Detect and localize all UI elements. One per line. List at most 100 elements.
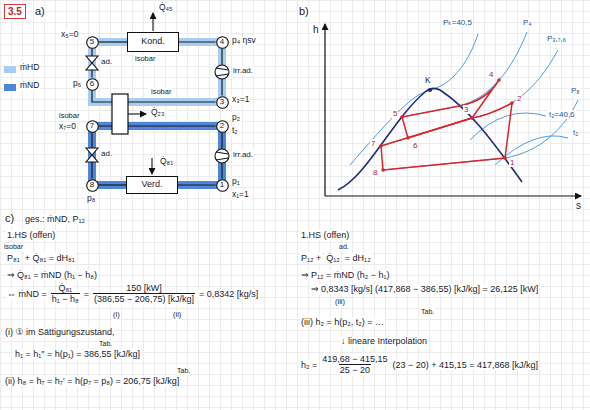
- equation-text: h₂ =: [300, 360, 318, 370]
- annotation-text: isobar: [134, 55, 156, 64]
- annotation-text: Q̇₈₁: [159, 157, 174, 167]
- equation-text: + Q̇₈₁ = dH₈₁: [24, 253, 76, 263]
- annotation-text: p₄ ηsv: [231, 36, 257, 46]
- node-label: 8: [90, 181, 94, 190]
- circle-shape: [216, 179, 228, 191]
- state-point-dots: [379, 78, 514, 172]
- state-point-circle: 7: [86, 120, 99, 133]
- annotation-text: 1.HS (offen): [6, 230, 56, 240]
- annotation-text: (i) ① im Sättigungszustand,: [4, 327, 116, 337]
- isobar-lines: [350, 32, 578, 170]
- annotation-text: t₂: [231, 126, 239, 136]
- annotation-text: P₈: [570, 86, 581, 95]
- equation-text: P₁₂ +: [300, 253, 322, 263]
- task-number-box: 3.5: [4, 4, 26, 19]
- fraction-numerator: 419,68 − 415,15: [321, 354, 388, 364]
- equation-text: Q̇₁₂: [325, 253, 341, 263]
- annotation-text: h: [312, 24, 320, 36]
- annotation-text: p₁: [231, 177, 241, 187]
- equation-row: h₂ =419,68 − 415,1525 − 20 (23 − 20) + 41…: [300, 354, 539, 376]
- annotation-text: x₇=0: [58, 122, 77, 132]
- heat-flow-arrow: [151, 158, 152, 174]
- annotation-text: ad.: [100, 57, 113, 66]
- annotation-text: b): [298, 5, 310, 18]
- state-point-number: 1: [509, 158, 515, 167]
- equation-row: P₁₂ +Q̇₁₂= dH₁₂: [300, 253, 372, 263]
- annotation-text: isobar: [150, 88, 172, 97]
- annotation-text: s: [575, 200, 582, 212]
- s-axis: [325, 195, 581, 196]
- annotation-text: isobar: [3, 243, 24, 251]
- annotation-text: t₂: [572, 128, 579, 137]
- state-point-circle: 4: [216, 36, 229, 49]
- annotation-text: Tab.: [98, 340, 113, 348]
- node-label: 2: [220, 122, 224, 131]
- state-point-number: 4: [488, 70, 494, 79]
- h-axis: [324, 24, 325, 196]
- node-label: 5: [90, 38, 94, 47]
- circle-shape: [86, 179, 98, 191]
- node-label: 6: [90, 80, 94, 89]
- annotation-text: isobar: [58, 112, 80, 121]
- fraction-denominator: (386,55 − 206,75) [kJ/kg]: [93, 293, 195, 304]
- fraction-numerator: Q̇₈₁: [57, 283, 73, 293]
- annotation-text: Tab.: [420, 308, 435, 316]
- node-label: 7: [90, 122, 94, 131]
- annotation-text: ⇒ P₁₂ = ṁND (h₂ − h₁): [300, 270, 391, 280]
- fraction-denominator: h₁ − h₈: [51, 293, 80, 304]
- annotation-text: c): [4, 212, 15, 225]
- annotation-text: p₂: [231, 113, 241, 123]
- fraction: 419,68 − 415,1525 − 20: [321, 354, 388, 376]
- equation-text: ⇔ ṁND =: [6, 289, 48, 299]
- throttle-valve-symbol: [86, 148, 98, 162]
- pipe-line: [178, 184, 216, 185]
- node-label: 4: [220, 38, 224, 47]
- circle-shape: [86, 36, 98, 48]
- annotation-text: (i): [112, 311, 121, 320]
- annotation-text: Q̇₂₃: [150, 108, 165, 118]
- annotation-text: (ii): [172, 311, 182, 320]
- annotation-text: P₄: [522, 18, 533, 27]
- component-box: Verd.: [126, 176, 178, 194]
- heat-flow-arrow: [152, 13, 153, 31]
- equation-row: P₈₁+ Q̇₈₁ = dH₈₁: [6, 253, 76, 263]
- state-point-number: 7: [370, 139, 376, 148]
- fraction: 150 [kW](386,55 − 206,75) [kJ/kg]: [93, 283, 195, 305]
- cycle-path: [381, 80, 512, 170]
- state-point-circle: 3: [216, 96, 229, 109]
- annotation-text: Pₖ=40,5: [442, 18, 473, 27]
- equation-text: (23 − 20) + 415,15 = 417,868 [kJ/kg]: [392, 360, 539, 370]
- pipe-line: [99, 41, 128, 42]
- state-point-number: K: [424, 76, 432, 86]
- equation-text: =: [83, 289, 90, 299]
- throttle-valve-symbol: [86, 56, 98, 70]
- node-label: Kond.: [141, 37, 165, 47]
- annotation-text: ad.: [338, 243, 350, 251]
- circle-shape: [86, 78, 98, 90]
- state-point-circle: 8: [86, 179, 99, 192]
- annotation-text: ad.: [100, 149, 113, 158]
- annotation-text: x₅=0: [60, 30, 79, 40]
- node-label: 3: [220, 98, 224, 107]
- circle-shape: [216, 36, 228, 48]
- state-point-circle: 6: [86, 78, 99, 91]
- circle-shape: [86, 120, 98, 132]
- node-label: 3.5: [8, 6, 22, 17]
- node-label: Verd.: [141, 180, 162, 190]
- legend-text: ṁHD: [19, 63, 40, 73]
- annotation-text: x₁=1: [231, 190, 250, 200]
- fraction-numerator: 150 [kW]: [125, 283, 163, 293]
- state-point-number: 5: [392, 109, 398, 118]
- saturation-dome: [338, 88, 522, 190]
- node-label: 1: [220, 181, 224, 190]
- fraction: Q̇₈₁h₁ − h₈: [51, 283, 80, 305]
- pipe-line: [179, 41, 216, 42]
- component-box: Kond.: [127, 32, 179, 52]
- state-point-circle: 2: [216, 120, 229, 133]
- state-point-number: 6: [412, 141, 418, 150]
- annotation-text: ⇒ 0,8343 [kg/s] (417,868 − 386,55) [kJ/k…: [310, 284, 539, 294]
- state-point-number: 8: [372, 168, 378, 177]
- legend-text: ṁND: [19, 81, 40, 91]
- heat-flow-arrow: [128, 113, 146, 114]
- compressor-symbol: [215, 65, 229, 79]
